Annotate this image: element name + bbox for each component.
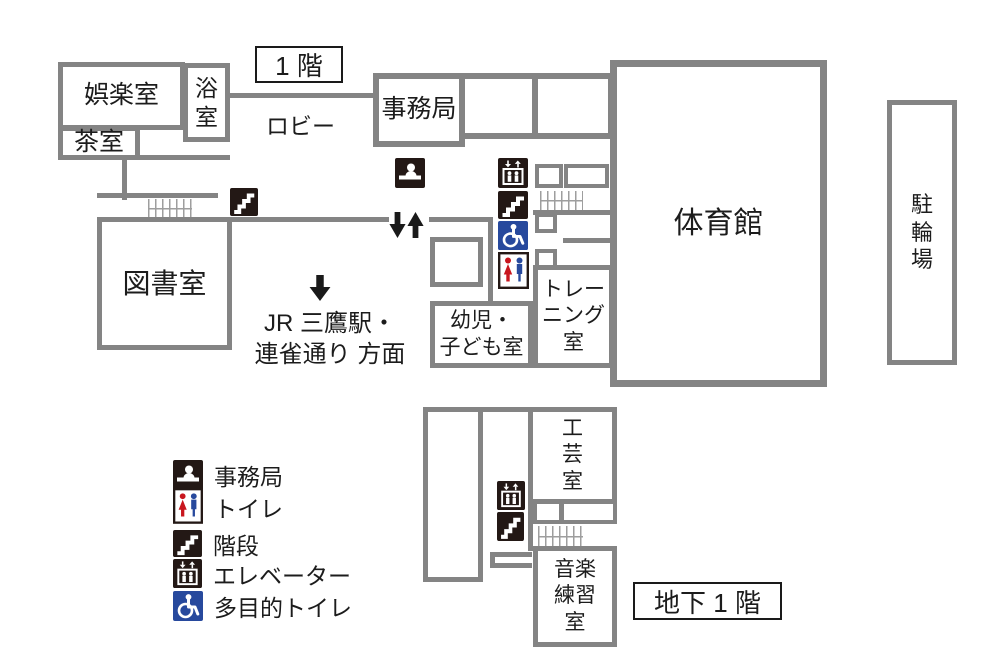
room-children: 幼児・ 子ども室 (430, 301, 533, 368)
room-unlabeled-3 (430, 237, 483, 287)
room-recreation-label: 娯楽室 (83, 81, 159, 110)
room-bath: 浴 室 (183, 63, 230, 142)
room-training: トレー ニング 室 (533, 265, 614, 368)
elevator-icon (498, 158, 528, 188)
stairs-icon (230, 188, 258, 216)
stairs-icon (498, 191, 528, 219)
legend-item-elevator: エレベーター (173, 557, 351, 591)
stairs-icon (173, 530, 202, 558)
accessible-toilet-icon (173, 591, 203, 621)
room-bath-label: 浴 室 (195, 74, 218, 130)
direction-note: JR 三鷹駅・ 連雀通り 方面 (225, 306, 435, 372)
floor1-title-box: 1 階 (255, 46, 343, 83)
room-recreation: 娯楽室 (58, 62, 185, 130)
accessible-toilet-icon (498, 221, 528, 250)
stairs-hatching (538, 526, 583, 547)
arrow-up-icon (407, 212, 424, 238)
room-unlabeled-4 (535, 164, 563, 188)
legend-label-accessible: 多目的トイレ (214, 595, 352, 621)
direction-note-text: JR 三鷹駅・ 連雀通り 方面 (254, 309, 406, 368)
elevator-icon (497, 481, 525, 510)
wall (488, 217, 493, 306)
room-office-label: 事務局 (381, 95, 457, 124)
room-craft-label: 工 芸 室 (562, 417, 583, 493)
wall (138, 155, 230, 160)
room-tea: 茶室 (58, 126, 140, 160)
wall (528, 502, 533, 551)
wall (490, 552, 495, 568)
lobby-text: ロビー (266, 113, 335, 140)
legend-item-stairs: 階段 (173, 527, 259, 561)
room-unlabeled-1 (459, 73, 538, 139)
wall (563, 238, 614, 243)
stairs-hatching (148, 199, 192, 219)
wall (490, 552, 532, 557)
elevator-icon (173, 559, 202, 589)
stairs-hatching (540, 191, 583, 211)
wall (230, 93, 375, 98)
office-icon (173, 460, 203, 490)
wall (122, 158, 127, 200)
room-library: 図書室 (97, 217, 232, 350)
legend-item-office: 事務局 (173, 458, 283, 492)
room-unlabeled-2 (532, 73, 614, 139)
arrow-down-icon (389, 212, 406, 238)
room-children-label: 幼児・ 子ども室 (439, 309, 524, 359)
room-unlabeled-8 (423, 407, 483, 582)
room-bicycle-parking-label: 駐 輪 場 (910, 192, 933, 273)
wall (97, 217, 389, 222)
room-music-label: 音楽 練習 室 (554, 558, 596, 634)
basement-title: 地下 1 階 (654, 587, 761, 618)
legend-label-elevator: エレベーター (213, 563, 351, 589)
legend-label-stairs: 階段 (213, 533, 259, 559)
room-unlabeled-6 (535, 213, 557, 233)
room-library-label: 図書室 (122, 268, 207, 299)
floor1-title: 1 階 (275, 51, 323, 81)
wall (533, 210, 614, 215)
wall (490, 563, 532, 568)
wall (97, 193, 218, 198)
room-office: 事務局 (373, 73, 465, 147)
room-unlabeled-7 (535, 249, 557, 269)
lobby-label: ロビー (253, 112, 348, 142)
room-tea-label: 茶室 (73, 128, 124, 157)
room-unlabeled-5 (564, 164, 609, 188)
legend-label-toilet: トイレ (214, 495, 283, 522)
basement-title-box: 地下 1 階 (633, 582, 782, 620)
arrow-down-icon (309, 275, 331, 301)
toilet-icon (173, 488, 203, 525)
room-gym-label: 体育館 (673, 206, 764, 240)
stairs-icon (497, 512, 524, 541)
room-bicycle-parking: 駐 輪 場 (887, 100, 957, 365)
room-unlabeled-10 (560, 500, 617, 524)
legend-item-accessible: 多目的トイレ (173, 589, 352, 623)
legend-label-office: 事務局 (214, 464, 283, 490)
toilet-icon (498, 252, 529, 289)
legend-item-toilet: トイレ (173, 488, 283, 525)
wall (429, 217, 493, 222)
room-training-label: トレー ニング 室 (542, 278, 605, 354)
room-craft: 工 芸 室 (528, 407, 617, 504)
room-gym: 体育館 (610, 60, 827, 387)
room-unlabeled-9 (533, 500, 563, 524)
room-music: 音楽 練習 室 (533, 546, 617, 647)
office-icon (395, 158, 425, 188)
wall (478, 407, 535, 412)
